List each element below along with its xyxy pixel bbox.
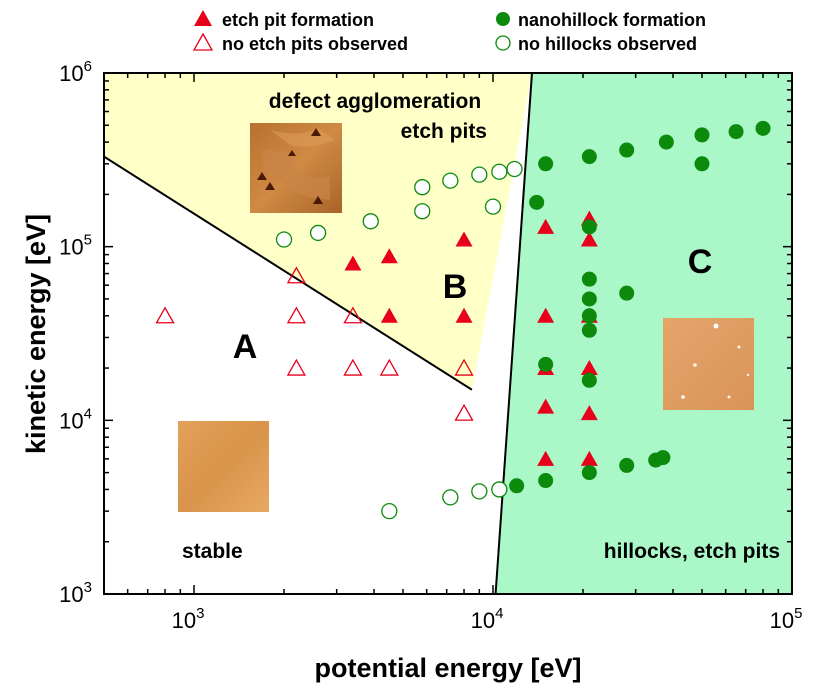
point-etch-pit-formation xyxy=(380,307,398,323)
point-nanohillock-formation xyxy=(538,356,554,372)
point-nanohillock-formation xyxy=(538,156,554,172)
point-etch-pit-formation xyxy=(455,231,473,247)
point-no-etch-pits-observed xyxy=(454,403,474,421)
legend-label-nanohillock-formation: nanohillock formation xyxy=(518,10,706,30)
point-nanohillock-formation xyxy=(538,473,554,489)
y-tick-label: 103 xyxy=(59,579,92,607)
plot-frame xyxy=(103,72,793,595)
region-label-a: A xyxy=(233,328,258,366)
point-nanohillock-formation xyxy=(655,450,671,466)
point-no-hillocks-observed xyxy=(381,502,398,520)
x-tick-label: 103 xyxy=(172,605,205,633)
region-labels: A B C stable defect agglomeration etch p… xyxy=(182,90,780,563)
afm-image-stable xyxy=(178,421,269,512)
point-etch-pit-formation xyxy=(537,307,555,323)
axis-ticks: 103 104 105 103 104 105 106 xyxy=(59,58,802,633)
data-marks xyxy=(155,120,771,520)
region-boundary-a-b xyxy=(104,155,473,391)
point-etch-pit-formation xyxy=(537,450,555,466)
point-etch-pit-formation xyxy=(537,218,555,234)
region-label-c: C xyxy=(688,243,713,281)
y-axis-label: kinetic energy [eV] xyxy=(21,214,51,454)
point-no-etch-pits-observed xyxy=(155,306,175,324)
point-etch-pit-formation xyxy=(455,307,473,323)
legend-marker-no-hillocks xyxy=(495,35,511,51)
afm-image-etch-pits xyxy=(250,123,342,213)
x-tick-label: 105 xyxy=(770,605,803,633)
point-nanohillock-formation xyxy=(529,194,545,210)
point-no-etch-pits-observed xyxy=(286,306,307,324)
point-etch-pit-formation xyxy=(580,405,598,421)
point-no-hillocks-observed xyxy=(491,163,508,180)
point-no-hillocks-observed xyxy=(491,481,508,498)
point-no-hillocks-observed xyxy=(309,224,327,242)
legend-label-no-etch-pits: no etch pits observed xyxy=(222,34,408,54)
point-no-etch-pits-observed xyxy=(343,306,363,324)
point-nanohillock-formation xyxy=(581,291,597,307)
legend: etch pit formation no etch pits observed… xyxy=(192,10,706,54)
x-tick-label: 104 xyxy=(471,605,504,633)
region-boundary-b-c xyxy=(494,73,533,594)
point-nanohillock-formation xyxy=(581,308,597,324)
point-no-hillocks-observed xyxy=(471,483,488,500)
legend-marker-etch-pit-formation xyxy=(194,10,212,26)
legend-label-no-hillocks: no hillocks observed xyxy=(518,34,697,54)
point-no-hillocks-observed xyxy=(362,213,379,230)
point-no-etch-pits-observed xyxy=(286,266,307,284)
afm-image-hillocks xyxy=(663,318,754,410)
point-nanohillock-formation xyxy=(581,465,597,481)
point-no-hillocks-observed xyxy=(414,203,431,220)
y-tick-label: 104 xyxy=(59,405,92,433)
point-no-hillocks-observed xyxy=(442,172,459,189)
point-etch-pit-formation xyxy=(344,255,362,271)
point-nanohillock-formation xyxy=(694,127,710,143)
point-no-hillocks-observed xyxy=(471,166,488,183)
point-nanohillock-formation xyxy=(581,271,597,287)
region-caption-b: defect agglomeration etch pits xyxy=(269,90,487,143)
point-nanohillock-formation xyxy=(581,322,597,338)
point-nanohillock-formation xyxy=(728,124,744,140)
point-no-etch-pits-observed xyxy=(379,358,399,376)
point-nanohillock-formation xyxy=(581,219,597,235)
point-nanohillock-formation xyxy=(619,457,635,473)
point-etch-pit-formation xyxy=(537,398,555,414)
region-caption-a: stable xyxy=(182,540,243,563)
x-axis-label: potential energy [eV] xyxy=(314,653,581,683)
point-nanohillock-formation xyxy=(581,372,597,388)
point-no-hillocks-observed xyxy=(442,489,459,506)
point-etch-pit-formation xyxy=(580,360,598,376)
point-no-etch-pits-observed xyxy=(343,358,363,376)
point-nanohillock-formation xyxy=(619,285,635,301)
point-etch-pit-formation xyxy=(580,450,598,466)
point-etch-pit-formation xyxy=(380,248,398,264)
region-label-b: B xyxy=(443,268,468,306)
legend-marker-nanohillock-formation xyxy=(496,12,510,26)
y-tick-label: 106 xyxy=(59,58,92,86)
region-caption-c: hillocks, etch pits xyxy=(604,540,780,563)
region-c xyxy=(495,73,792,594)
point-etch-pit-formation xyxy=(580,231,598,247)
point-no-hillocks-observed xyxy=(414,179,431,196)
point-no-hillocks-observed xyxy=(275,231,293,248)
point-no-etch-pits-observed xyxy=(454,358,474,376)
point-nanohillock-formation xyxy=(658,134,674,150)
point-no-etch-pits-observed xyxy=(286,358,307,376)
point-nanohillock-formation xyxy=(581,149,597,165)
point-nanohillock-formation xyxy=(755,120,771,136)
point-no-hillocks-observed xyxy=(506,160,523,178)
y-tick-label: 105 xyxy=(59,232,92,260)
legend-label-etch-pit-formation: etch pit formation xyxy=(222,10,374,30)
point-nanohillock-formation xyxy=(694,156,710,172)
point-no-hillocks-observed xyxy=(484,198,502,215)
legend-marker-no-etch-pits xyxy=(192,32,214,51)
point-nanohillock-formation xyxy=(509,478,525,494)
point-nanohillock-formation xyxy=(619,142,635,158)
